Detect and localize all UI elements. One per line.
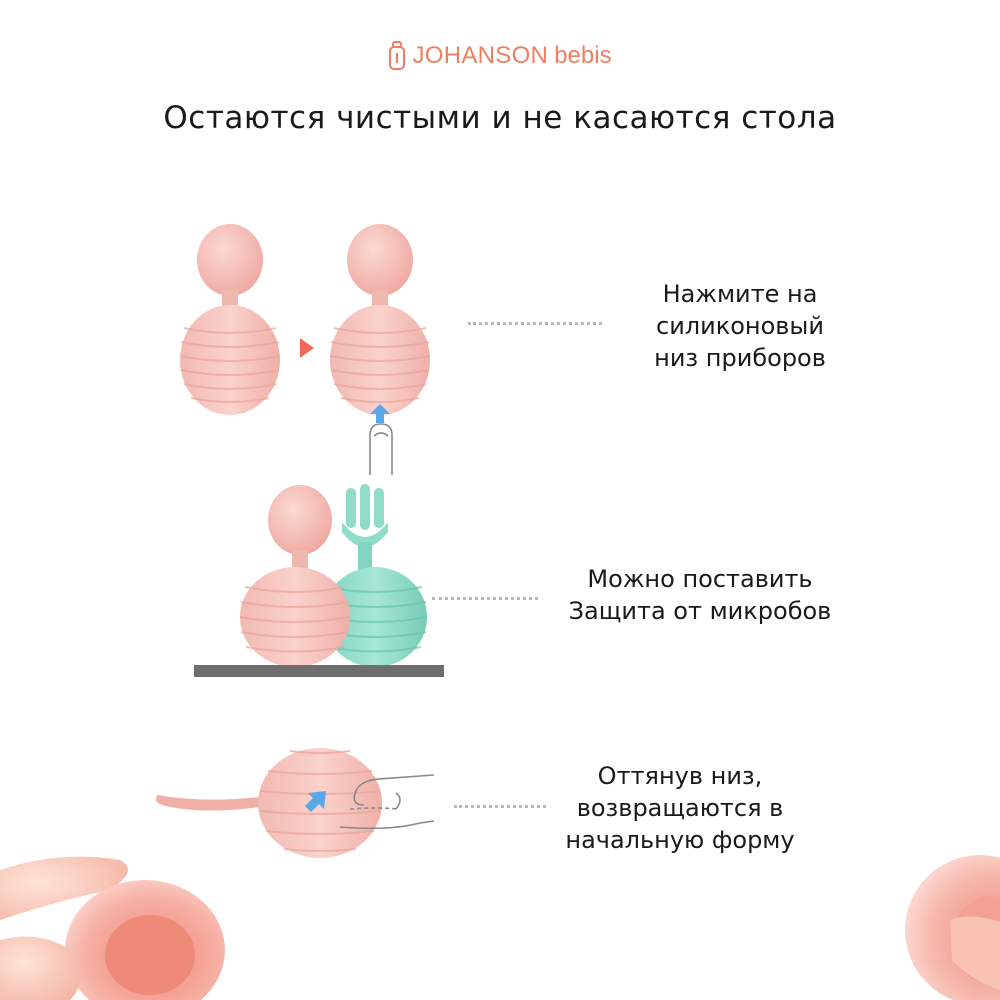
- step2-line1: Можно поставить: [587, 565, 813, 593]
- step3-connector: [454, 805, 546, 808]
- brand-logo: JOHANSON bebis: [0, 36, 1000, 76]
- hand-pull-icon: [339, 774, 435, 830]
- step2-line2: Защита от микробов: [568, 597, 832, 625]
- arrow-up-icon: [370, 404, 390, 423]
- step2-caption: Можно поставить Защита от микробов: [550, 563, 850, 627]
- spoon-pink-icon: [239, 485, 351, 667]
- step1-line3: низ приборов: [654, 344, 826, 372]
- step3-illustration: [155, 748, 435, 858]
- step3-caption: Оттянув низ, возвращаются в начальную фо…: [530, 760, 830, 856]
- step1-connector: [468, 322, 602, 325]
- step1-line1: Нажмите на: [662, 280, 818, 308]
- baby-bottle-icon: [389, 41, 406, 70]
- corner-photo-right: [905, 855, 1000, 1000]
- arrow-diagonal-icon: [305, 791, 326, 812]
- step3-line2: возвращаются в: [576, 794, 784, 822]
- finger-press-icon: [369, 423, 393, 475]
- step3-line1: Оттянув низ,: [597, 762, 763, 790]
- table-surface-icon: [194, 665, 444, 677]
- step2-illustration: [194, 484, 444, 677]
- step1-illustration: [179, 224, 431, 475]
- brand-sub: bebis: [554, 42, 612, 69]
- spoon-pink-icon: [329, 224, 431, 415]
- corner-photo-left: [0, 856, 225, 1000]
- step1-line2: силиконовый: [656, 312, 824, 340]
- step1-caption: Нажмите на силиконовый низ приборов: [610, 278, 870, 374]
- step3-line3: начальную форму: [565, 826, 795, 854]
- page-title: Остаются чистыми и не касаются стола: [163, 100, 837, 136]
- brand-name: JOHANSON: [412, 42, 549, 69]
- step2-connector: [432, 597, 538, 600]
- arrow-right-icon: [300, 338, 314, 358]
- spoon-pink-icon: [179, 224, 281, 415]
